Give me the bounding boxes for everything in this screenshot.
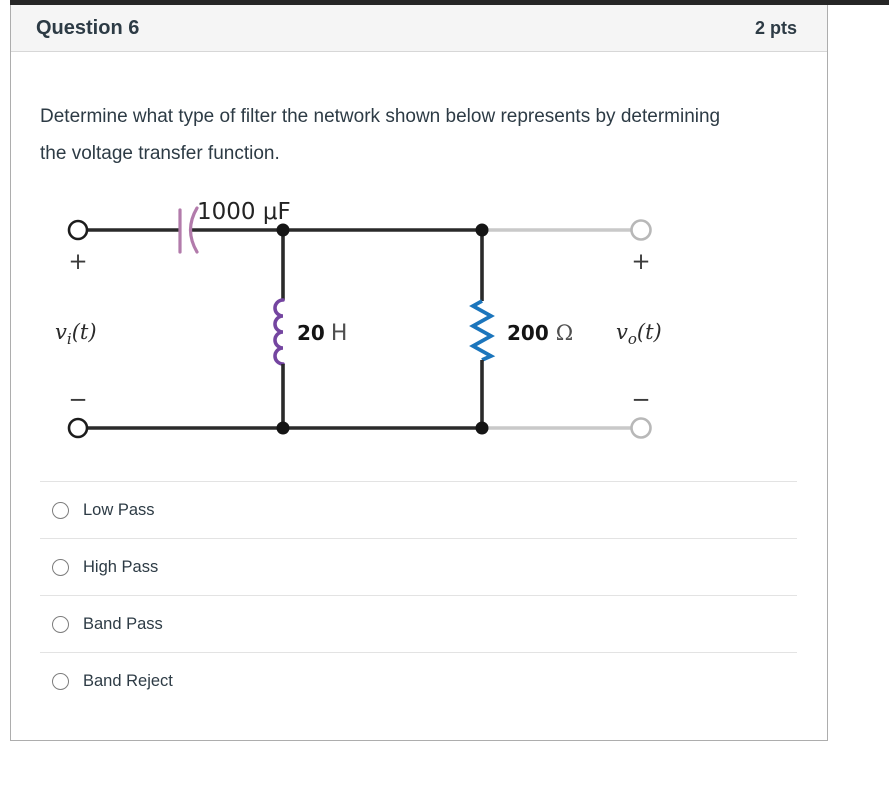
radio-button-low-pass[interactable] [52, 501, 69, 519]
option-label-high-pass[interactable]: High Pass [83, 557, 159, 576]
question-header: Question 6 2 pts [11, 5, 827, 52]
capacitor-value-label: 1000 μF [197, 199, 291, 225]
radio-button-band-pass[interactable] [52, 615, 69, 633]
capacitor-icon [178, 206, 199, 254]
option-row-band-reject[interactable]: Band Reject [40, 652, 797, 709]
question-top-accent-bar [10, 0, 889, 5]
inductor-branch [273, 230, 285, 428]
question-card: Question 6 2 pts Determine what type of … [10, 5, 828, 741]
resistor-icon [469, 299, 496, 362]
output-plus-sign: + [631, 249, 650, 275]
question-points: 2 pts [754, 17, 797, 38]
option-label-band-reject[interactable]: Band Reject [83, 671, 173, 690]
input-voltage-label: vi(t) [55, 320, 97, 348]
option-label-low-pass[interactable]: Low Pass [83, 500, 155, 519]
question-text: Determine what type of filter the networ… [40, 106, 721, 164]
option-row-low-pass[interactable]: Low Pass [40, 481, 797, 538]
inductor-icon [273, 298, 285, 366]
input-minus-sign: − [68, 387, 87, 413]
answer-options: Low Pass High Pass Band Pass Band Reject [40, 481, 797, 709]
resistor-branch [469, 230, 496, 428]
output-minus-sign: − [631, 387, 650, 413]
option-row-high-pass[interactable]: High Pass [40, 538, 797, 595]
junction-nodes [276, 223, 489, 435]
output-terminals [630, 219, 652, 439]
output-voltage-label: vo(t) [616, 320, 662, 348]
option-row-band-pass[interactable]: Band Pass [40, 595, 797, 652]
question-title: Question 6 [36, 16, 140, 39]
input-terminals [67, 219, 89, 439]
radio-button-high-pass[interactable] [52, 558, 69, 576]
input-plus-sign: + [68, 249, 87, 275]
radio-button-band-reject[interactable] [52, 672, 69, 690]
option-label-band-pass[interactable]: Band Pass [83, 614, 163, 633]
